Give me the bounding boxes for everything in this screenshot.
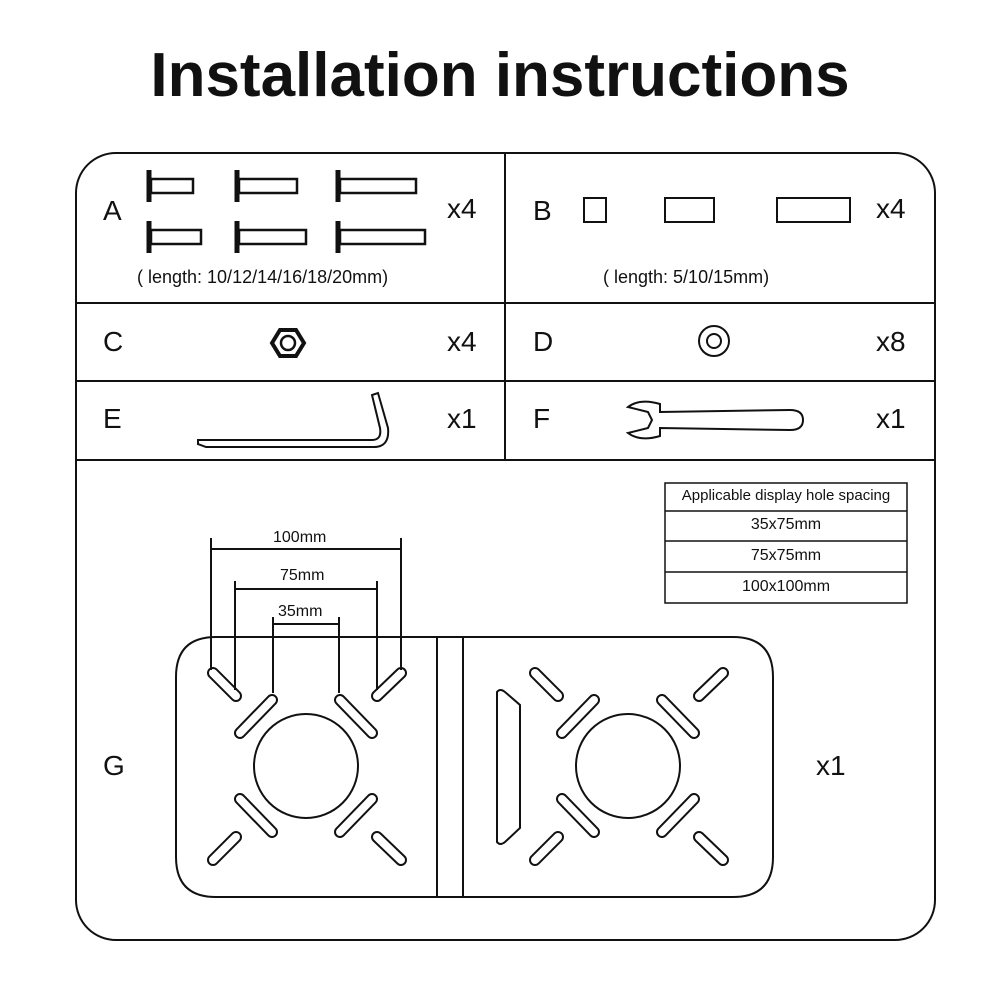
- table-row: 100x100mm: [741, 578, 831, 595]
- slot-hole: [695, 833, 727, 864]
- page-title: Installation instructions: [150, 41, 850, 110]
- part-label-b: B: [533, 195, 552, 226]
- wrench-icon: [625, 400, 805, 440]
- part-qty-b: x4: [876, 193, 906, 224]
- table-row: 75x75mm: [750, 547, 822, 564]
- slot-hole: [531, 833, 562, 864]
- slot-hole: [336, 696, 376, 737]
- slot-hole: [336, 795, 376, 836]
- dimension-35mm: 35mm: [278, 603, 323, 620]
- mounting-slots: [207, 667, 729, 866]
- spacer-icons: [583, 197, 851, 223]
- part-qty-d: x8: [876, 326, 906, 357]
- dimension-75mm: 75mm: [280, 567, 325, 584]
- slot-hole: [531, 669, 562, 700]
- slot-hole: [558, 696, 598, 737]
- part-qty-e: x1: [447, 403, 477, 434]
- part-label-a: A: [103, 195, 122, 226]
- screw-icons: [146, 170, 427, 253]
- part-qty-f: x1: [876, 403, 906, 434]
- nut-icon: [269, 328, 307, 358]
- table-header: Applicable display hole spacing: [681, 487, 891, 504]
- part-label-c: C: [103, 326, 124, 357]
- part-label-g: G: [103, 750, 125, 781]
- part-note-b: ( length: 5/10/15mm): [603, 267, 770, 287]
- part-label-e: E: [103, 403, 122, 434]
- slot-hole: [209, 833, 240, 864]
- slot-hole: [373, 669, 405, 700]
- slot-hole: [658, 795, 698, 836]
- washer-icon: [698, 325, 730, 357]
- slot-hole: [658, 696, 698, 737]
- part-note-a: ( length: 10/12/14/16/18/20mm): [137, 267, 389, 287]
- part-qty-g: x1: [816, 750, 846, 781]
- dimension-100mm: 100mm: [273, 529, 327, 546]
- slot-hole: [236, 795, 276, 836]
- slot-hole: [209, 669, 240, 700]
- part-qty-a: x4: [447, 193, 477, 224]
- part-label-f: F: [533, 403, 551, 434]
- slot-hole: [558, 795, 598, 836]
- hex-key-icon: [197, 391, 390, 449]
- slot-hole: [236, 696, 276, 737]
- table-row: 35x75mm: [750, 516, 822, 533]
- spacing-table: [664, 482, 908, 604]
- part-label-d: D: [533, 326, 554, 357]
- dimension-lines: [210, 538, 402, 693]
- part-qty-c: x4: [447, 326, 477, 357]
- slot-hole: [373, 833, 405, 864]
- slot-hole: [695, 669, 727, 700]
- mounting-plate: [175, 636, 774, 898]
